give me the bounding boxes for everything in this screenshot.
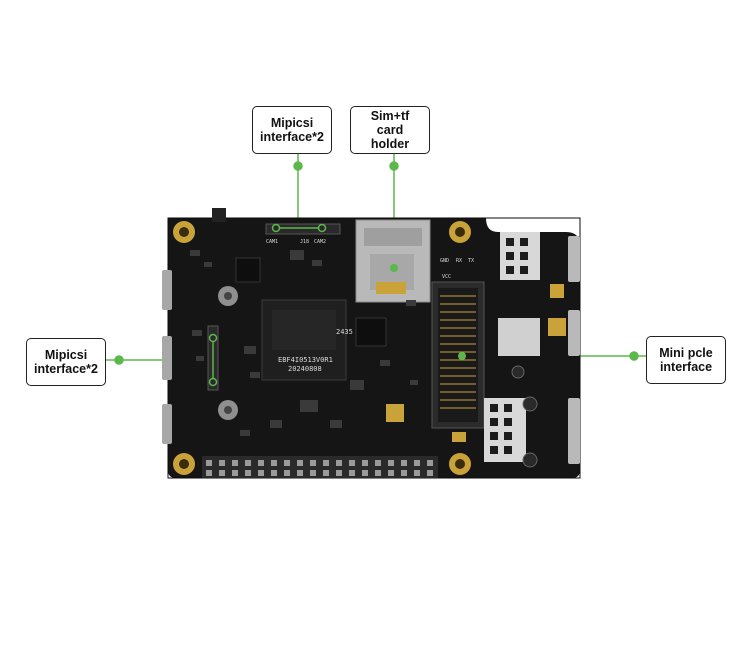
callout-sim-tf: Sim+tf card holder xyxy=(350,106,430,154)
gold-pad xyxy=(386,404,404,422)
left-edge-connectors xyxy=(162,270,172,444)
silk-date: 20240808 xyxy=(288,365,322,373)
pmic-chip xyxy=(235,257,261,283)
mipi-csi-top-connectors xyxy=(265,223,341,235)
gpio-header xyxy=(202,456,438,478)
silk-cam2: CAM2 xyxy=(314,239,326,245)
silk-gnd: GND xyxy=(440,258,449,264)
memory-chip xyxy=(355,317,387,347)
mipi-csi-left-connectors xyxy=(207,325,219,391)
silk-vcc: VCC xyxy=(442,274,451,280)
mini-pcie-slot xyxy=(431,281,485,442)
callout-mipi-left: Mipicsi interface*2 xyxy=(26,338,106,386)
smd-components xyxy=(190,250,418,436)
callout-mini-pcie: Mini pcle interface xyxy=(646,336,726,384)
silk-rx: RX xyxy=(456,258,462,264)
callout-mini-pcie-line1: Mini pcle xyxy=(659,346,713,360)
callout-sim-tf-line1: Sim+tf card xyxy=(370,109,410,137)
barrel-jack xyxy=(212,208,226,222)
callout-mipi-top: Mipicsi interface*2 xyxy=(252,106,332,154)
right-header-block xyxy=(484,232,580,468)
callout-mipi-top-line1: Mipicsi xyxy=(270,116,314,130)
callout-mini-pcie-line2: interface xyxy=(659,360,713,374)
sim-tf-card-holder xyxy=(355,219,431,303)
mounting-holes xyxy=(173,221,471,475)
silk-tx: TX xyxy=(468,258,474,264)
standoffs xyxy=(218,286,238,420)
callout-mipi-top-line2: interface*2 xyxy=(260,130,324,144)
silk-cam1: CAM1 xyxy=(266,239,278,245)
callout-mipi-left-line1: Mipicsi xyxy=(44,348,88,362)
silk-j18: J18 xyxy=(300,239,309,245)
silk-code: 2435 xyxy=(336,328,353,336)
callout-mipi-left-line2: interface*2 xyxy=(34,362,98,376)
silk-model: EBF4I0513V0R1 xyxy=(278,356,333,364)
callout-sim-tf-line2: holder xyxy=(370,137,410,151)
soc-chip xyxy=(261,299,347,381)
